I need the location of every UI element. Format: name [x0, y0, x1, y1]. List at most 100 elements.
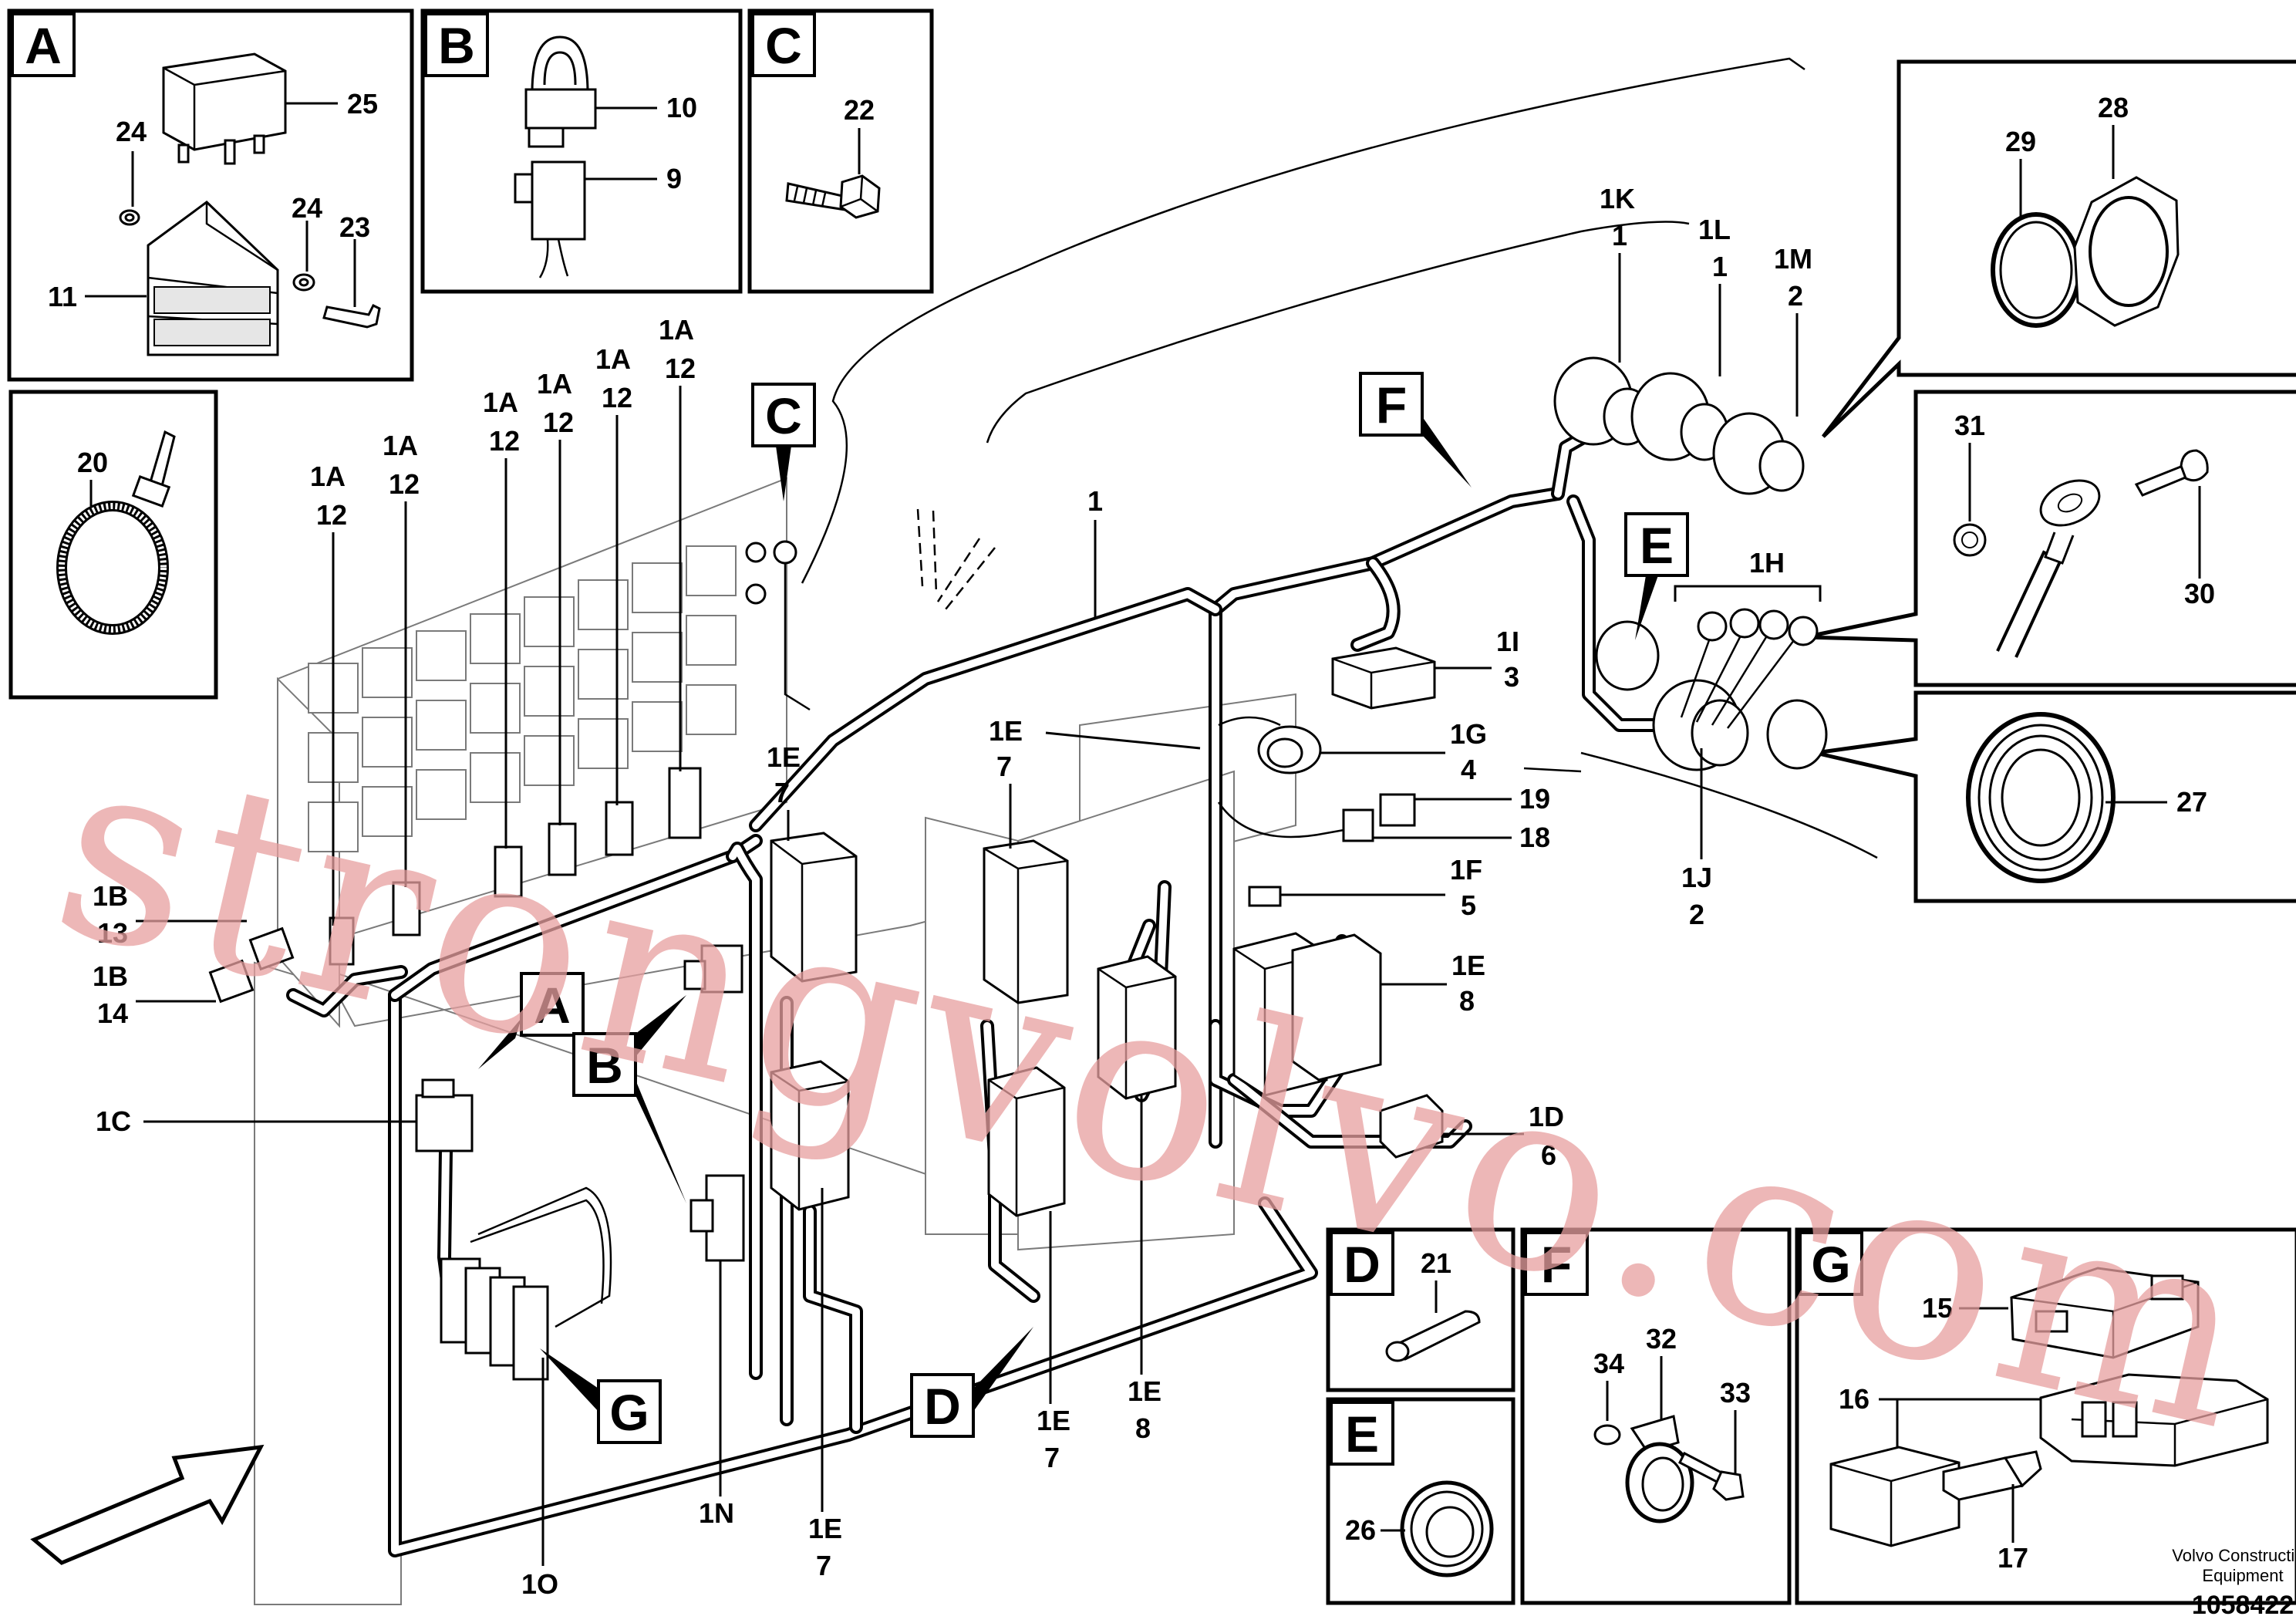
relay-module-1e-7 [770, 832, 1069, 1217]
svg-text:G: G [609, 1384, 649, 1441]
drawing-number: 1058422 [2192, 1591, 2294, 1620]
eyelet-label-30: 30 [2184, 578, 2215, 609]
svg-text:21: 21 [1421, 1247, 1451, 1279]
svg-text:1L: 1L [1698, 214, 1731, 245]
svg-text:1I: 1I [1496, 626, 1519, 657]
inset-a-label-23: 23 [339, 211, 370, 243]
svg-text:G: G [1811, 1236, 1850, 1293]
svg-text:A: A [534, 977, 571, 1034]
rings-label-29: 29 [2005, 126, 2036, 157]
inset-e: E 26 [1326, 1397, 1515, 1605]
connector-block-1o [440, 1186, 612, 1381]
svg-text:1N: 1N [699, 1497, 734, 1529]
main-labels: 1 1A 12 1A 12 1A 12 1A 12 1A 12 1A 12 1B… [93, 183, 1822, 1600]
grommets-1k-1l-1m [1553, 356, 1805, 495]
svg-text:12: 12 [389, 468, 420, 500]
rings-label-28: 28 [2098, 92, 2129, 123]
relay-part [162, 52, 287, 165]
inset-g: G 15 16 17 [1795, 1227, 2296, 1605]
svg-text:1B: 1B [93, 880, 128, 912]
svg-text:1A: 1A [483, 386, 518, 418]
eyelets-1h [1680, 608, 1819, 729]
svg-text:D: D [1344, 1236, 1381, 1293]
svg-text:12: 12 [543, 407, 574, 438]
label-1: 1 [1087, 485, 1103, 517]
inset-a-label-24b: 24 [292, 192, 322, 224]
callout-b: B [572, 995, 686, 1203]
svg-text:1A: 1A [310, 461, 346, 492]
inset-d: D 21 [1326, 1227, 1515, 1392]
inset-b-label-9: 9 [666, 163, 682, 194]
svg-text:12: 12 [489, 425, 520, 457]
inset-c-label-22: 22 [844, 94, 875, 126]
inset-c: C 22 [747, 8, 934, 294]
svg-text:B: B [586, 1037, 623, 1094]
inset-a: A 25 24 11 24 23 [7, 8, 414, 382]
svg-text:1M: 1M [1774, 243, 1812, 275]
eyelet-label-31: 31 [1954, 410, 1985, 441]
inset-c-letter: C [765, 17, 802, 74]
svg-text:1C: 1C [96, 1105, 131, 1137]
inset-b-letter: B [438, 17, 475, 74]
inset-a-label-11: 11 [48, 281, 77, 312]
callout-c: C [751, 383, 816, 501]
svg-text:8: 8 [1459, 985, 1475, 1017]
svg-text:7: 7 [774, 777, 790, 808]
svg-text:7: 7 [816, 1550, 831, 1581]
svg-text:7: 7 [1044, 1442, 1060, 1473]
svg-text:12: 12 [316, 499, 347, 531]
svg-text:F: F [1376, 376, 1407, 434]
svg-text:26: 26 [1345, 1514, 1376, 1546]
svg-text:17: 17 [1998, 1542, 2028, 1574]
p-clip-part [1625, 1415, 1694, 1523]
svg-text:1A: 1A [537, 368, 572, 400]
relay-bracket-part [147, 201, 279, 356]
svg-text:13: 13 [97, 917, 128, 949]
cable-tie-label-20: 20 [77, 447, 108, 478]
svg-text:1F: 1F [1450, 854, 1482, 886]
grommet-label-27: 27 [2176, 786, 2207, 818]
inset-b: B 10 9 [420, 8, 743, 294]
inset-a-label-25: 25 [347, 88, 378, 120]
bolt-part [785, 174, 881, 219]
svg-text:12: 12 [602, 382, 632, 413]
footer: Volvo Construction Equipment 1058422 [2172, 1546, 2296, 1620]
svg-text:1D: 1D [1529, 1101, 1564, 1132]
svg-text:14: 14 [97, 997, 128, 1029]
svg-text:1E: 1E [1451, 950, 1485, 981]
svg-text:E: E [1345, 1405, 1379, 1463]
company-line-1: Volvo Construction [2172, 1546, 2296, 1565]
inset-eyelet: 31 30 [1804, 390, 2296, 687]
callout-f: F [1359, 372, 1472, 488]
svg-text:12: 12 [665, 353, 696, 384]
inset-grommet: 27 [1815, 690, 2296, 903]
svg-text:8: 8 [1135, 1412, 1151, 1444]
main-components [415, 356, 1828, 1381]
svg-text:1B: 1B [93, 960, 128, 992]
svg-text:1G: 1G [1450, 718, 1487, 750]
connectors-1b [208, 926, 295, 1004]
connector-16 [2039, 1373, 2269, 1467]
svg-text:1A: 1A [595, 343, 631, 375]
connectors-1a [329, 767, 702, 966]
svg-text:4: 4 [1461, 754, 1476, 785]
svg-text:1: 1 [1712, 251, 1728, 282]
connector-housing-15 [2010, 1267, 2200, 1359]
svg-text:1H: 1H [1749, 547, 1785, 579]
relay-row-top [308, 545, 737, 714]
callout-d: D [910, 1327, 1033, 1438]
svg-text:34: 34 [1593, 1348, 1624, 1379]
callout-a: A [478, 972, 585, 1069]
svg-text:7: 7 [996, 751, 1012, 782]
inset-a-label-24a: 24 [116, 116, 147, 147]
svg-text:1E: 1E [767, 741, 801, 773]
svg-text:E: E [1640, 517, 1674, 574]
svg-text:1E: 1E [1037, 1405, 1070, 1436]
inset-f: F 34 32 33 [1520, 1227, 1792, 1605]
svg-text:1A: 1A [659, 314, 694, 346]
svg-text:C: C [765, 387, 802, 444]
svg-text:1E: 1E [808, 1513, 842, 1544]
svg-text:5: 5 [1461, 889, 1476, 921]
company-line-2: Equipment [2202, 1566, 2283, 1585]
